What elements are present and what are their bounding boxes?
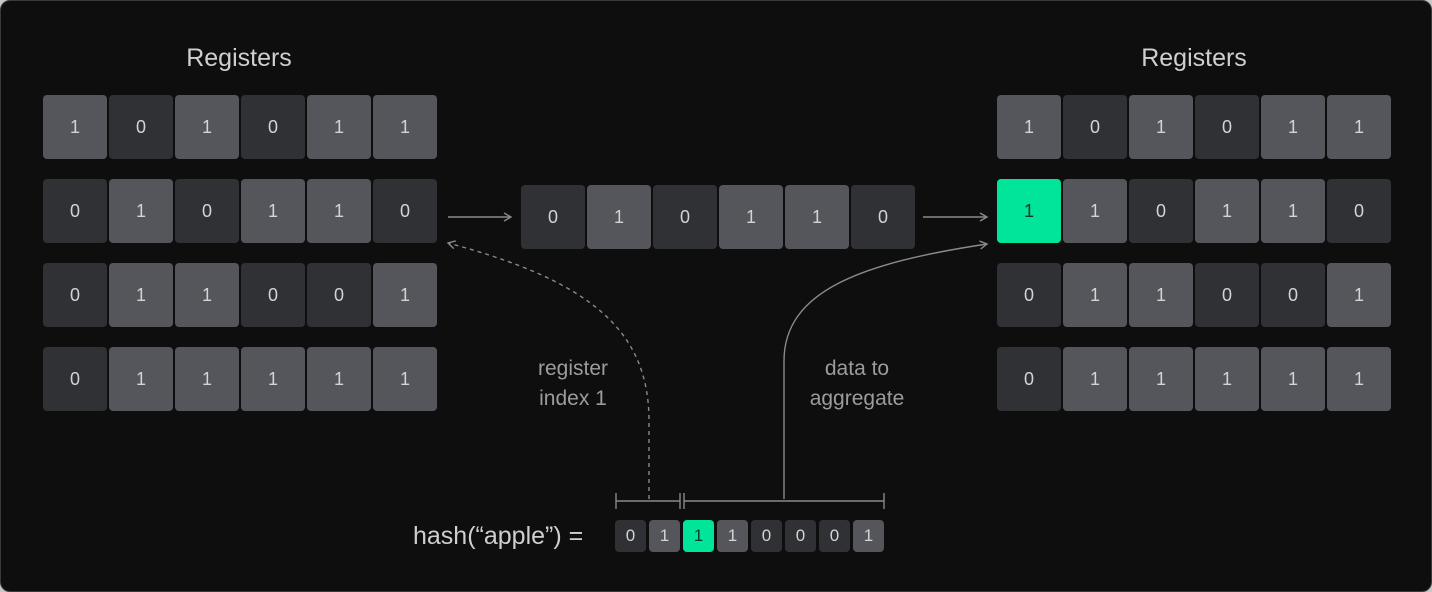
- right-register-cell: 1: [1063, 263, 1127, 327]
- middle-register-cell: 0: [851, 185, 915, 249]
- register-index-arrow: [446, 240, 650, 499]
- hash-bit: 0: [615, 520, 646, 552]
- right-register-cell: 0: [1063, 95, 1127, 159]
- right-register-cell: 1: [1327, 95, 1391, 159]
- left-register-cell: 1: [241, 179, 305, 243]
- left-register-cell: 1: [43, 95, 107, 159]
- left-register-cell: 0: [241, 263, 305, 327]
- right-register-cell: 1: [1063, 347, 1127, 411]
- left-register-cell: 0: [109, 95, 173, 159]
- right-register-cell: 1: [1063, 179, 1127, 243]
- left-registers-title: Registers: [186, 44, 292, 72]
- hash-bit: 1: [853, 520, 884, 552]
- left-register-cell: 1: [307, 95, 371, 159]
- left-register-cell: 1: [109, 263, 173, 327]
- right-register-cell: 0: [997, 263, 1061, 327]
- middle-register-cell: 1: [785, 185, 849, 249]
- data-to-aggregate-arrow: [783, 240, 989, 499]
- right-register-cell: 1: [1261, 179, 1325, 243]
- hash-bit: 0: [785, 520, 816, 552]
- hash-bit: 0: [819, 520, 850, 552]
- hash-bit: 1: [683, 520, 714, 552]
- left-register-cell: 1: [241, 347, 305, 411]
- left-register-cell: 1: [175, 347, 239, 411]
- register-index-caption: register index 1: [537, 357, 609, 410]
- middle-register-cell: 1: [719, 185, 783, 249]
- left-register-cell: 0: [307, 263, 371, 327]
- left-register-cell: 1: [373, 95, 437, 159]
- left-register-cell: 1: [373, 263, 437, 327]
- right-register-cell: 0: [1195, 263, 1259, 327]
- right-register-cell: 1: [1261, 347, 1325, 411]
- left-register-cell: 1: [373, 347, 437, 411]
- middle-register-cell: 0: [653, 185, 717, 249]
- left-register-cell: 1: [175, 95, 239, 159]
- hash-bit: 0: [751, 520, 782, 552]
- hash-bit: 1: [649, 520, 680, 552]
- right-register-cell: 1: [997, 95, 1061, 159]
- left-register-cell: 0: [43, 179, 107, 243]
- right-register-cell: 1: [1327, 347, 1391, 411]
- right-register-cell: 0: [997, 347, 1061, 411]
- left-register-cell: 1: [109, 179, 173, 243]
- data-to-aggregate-caption: data to aggregate: [809, 357, 905, 410]
- right-register-cell: 0: [1195, 95, 1259, 159]
- right-register-cell: 1: [1261, 95, 1325, 159]
- left-register-cell: 0: [43, 263, 107, 327]
- middle-register-cell: 0: [521, 185, 585, 249]
- right-register-cell: 1: [1327, 263, 1391, 327]
- left-register-cell: 1: [175, 263, 239, 327]
- right-register-cell: 1: [1129, 347, 1193, 411]
- right-registers-title: Registers: [1141, 44, 1247, 72]
- right-register-cell: 0: [1327, 179, 1391, 243]
- right-register-cell: 1: [1195, 347, 1259, 411]
- right-register-cell: 1: [997, 179, 1061, 243]
- hash-bit: 1: [717, 520, 748, 552]
- right-register-cell: 1: [1129, 263, 1193, 327]
- left-register-cell: 1: [307, 179, 371, 243]
- left-register-cell: 0: [373, 179, 437, 243]
- left-register-cell: 0: [241, 95, 305, 159]
- hash-label: hash(“apple”) =: [413, 522, 584, 550]
- right-register-cell: 1: [1129, 95, 1193, 159]
- right-register-cell: 0: [1261, 263, 1325, 327]
- right-register-cell: 0: [1129, 179, 1193, 243]
- middle-register-cell: 1: [587, 185, 651, 249]
- right-register-cell: 1: [1195, 179, 1259, 243]
- left-register-cell: 0: [175, 179, 239, 243]
- left-register-cell: 1: [307, 347, 371, 411]
- left-register-cell: 1: [109, 347, 173, 411]
- left-register-cell: 0: [43, 347, 107, 411]
